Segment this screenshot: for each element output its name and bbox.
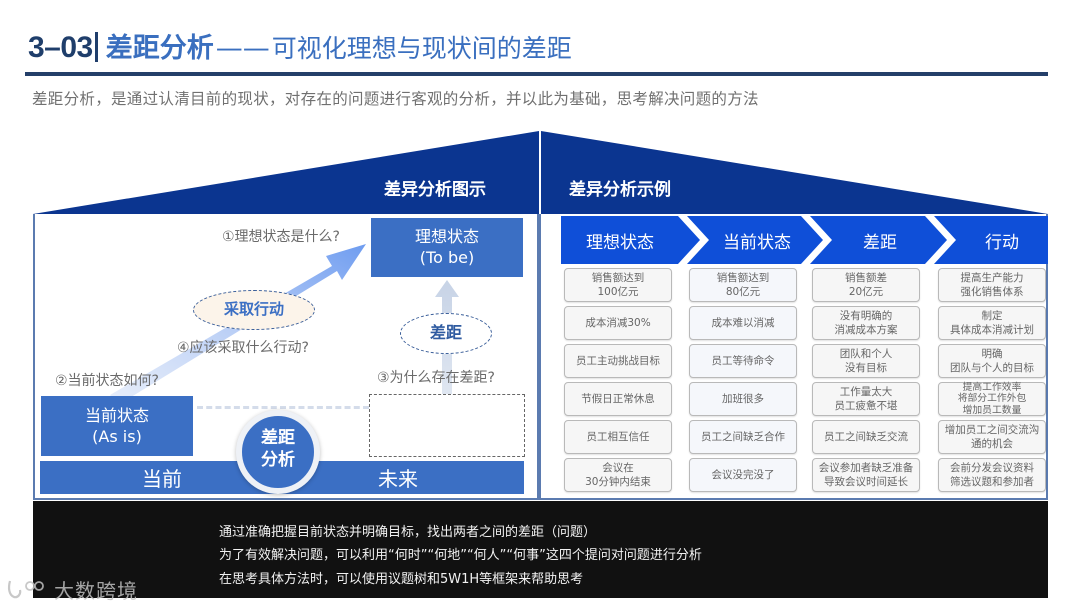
example-card-text: 加班很多: [722, 393, 764, 405]
dashed-connector: [197, 406, 369, 409]
example-card-text: 团队和个人 没有目标: [839, 348, 893, 374]
example-card: 工作量太大 员工疲惫不堪: [812, 382, 920, 416]
current-state-box: 当前状态 (As is): [41, 396, 193, 456]
example-card: 成本难以消减: [689, 306, 797, 340]
example-card-text: 明确 团队与个人的目标: [950, 348, 1034, 374]
gap-oval: 差距: [400, 313, 492, 354]
right-panel-heading: 差异分析示例: [569, 180, 671, 200]
example-card-text: 提高工作效率 将部分工作外包 增加员工数量: [957, 381, 1027, 416]
step-label: 行动: [985, 233, 1019, 253]
badge-line-1: 差距: [261, 428, 295, 448]
question-gap: ③为什么存在差距?: [377, 370, 495, 386]
example-card: 员工主动挑战目标: [564, 344, 672, 378]
step-label: 理想状态: [586, 233, 654, 253]
example-card-text: 员工之间缺乏合作: [701, 431, 785, 443]
example-card: 员工等待命令: [689, 344, 797, 378]
example-card: 团队和个人 没有目标: [812, 344, 920, 378]
step-chevrons: [561, 216, 1048, 264]
title-dash: ——: [215, 33, 270, 64]
example-card-text: 员工等待命令: [711, 355, 775, 367]
page-title: 3–03 差距分析 —— 可视化理想与现状间的差距: [28, 26, 572, 68]
example-card: 节假日正常休息: [564, 382, 672, 416]
question-ideal: ①理想状态是什么?: [222, 229, 340, 245]
example-card: 会议在 30分钟内结束: [564, 458, 672, 492]
example-card-text: 销售额达到 80亿元: [716, 272, 770, 298]
example-card-text: 成本难以消减: [711, 317, 775, 329]
current-state-label: 当前状态: [84, 406, 149, 425]
badge-line-2: 分析: [261, 450, 295, 470]
ideal-state-box: 理想状态 (To be): [371, 218, 523, 277]
title-divider: [94, 32, 98, 62]
example-card: 员工之间缺乏合作: [689, 420, 797, 454]
example-card: 会议没完没了: [689, 458, 797, 492]
title-subtitle: 可视化理想与现状间的差距: [271, 34, 572, 63]
example-card-text: 会议参加者缺乏准备 导致会议时间延长: [818, 462, 914, 488]
example-card-text: 工作量太大 员工疲惫不堪: [834, 386, 898, 412]
example-card: 会前分发会议资料 筛选议题和参加者: [938, 458, 1046, 492]
future-placeholder-box: [369, 394, 525, 457]
example-card: 提高工作效率 将部分工作外包 增加员工数量: [938, 382, 1046, 416]
example-card: 会议参加者缺乏准备 导致会议时间延长: [812, 458, 920, 492]
example-card: 员工相互信任: [564, 420, 672, 454]
summary-line-3: 在思考具体方法时，可以使用议题树和5W1H等框架来帮助思考: [219, 572, 584, 587]
example-card: 员工之间缺乏交流: [812, 420, 920, 454]
question-action: ④应该采取什么行动?: [177, 340, 309, 356]
gap-analysis-badge: 差距 分析: [236, 410, 320, 494]
step-label: 当前状态: [723, 233, 791, 253]
watermark-logo-icon: [7, 580, 44, 599]
example-card-text: 员工之间缺乏交流: [824, 431, 908, 443]
section-number: 3–03: [28, 31, 93, 64]
intro-text: 差距分析，是通过认清目前的现状，对存在的问题进行客观的分析，并以此为基础，思考解…: [32, 90, 759, 108]
summary-box: 通过准确把握目前状态并明确目标，找出两者之间的差距（问题） 为了有效解决问题，可…: [33, 501, 1048, 598]
timeline-now: 当前: [142, 467, 182, 491]
example-card: 销售额达到 100亿元: [564, 268, 672, 302]
example-card-text: 员工相互信任: [586, 431, 650, 443]
timeline-future: 未来: [378, 467, 418, 491]
current-state-sub: (As is): [92, 427, 142, 446]
ideal-state-sub: (To be): [419, 248, 475, 267]
watermark: 大数跨境: [6, 575, 138, 603]
example-card-text: 会议在 30分钟内结束: [585, 462, 651, 488]
example-card: 加班很多: [689, 382, 797, 416]
example-card: 增加员工之间交流沟 通的机会: [938, 420, 1046, 454]
watermark-text: 大数跨境: [54, 578, 138, 603]
question-current: ②当前状态如何?: [55, 373, 159, 389]
title-main: 差距分析: [105, 33, 214, 64]
example-card: 明确 团队与个人的目标: [938, 344, 1046, 378]
title-underline: [25, 72, 1048, 76]
example-card-text: 节假日正常休息: [581, 393, 655, 405]
example-card-text: 成本消减30%: [585, 317, 651, 329]
example-card-text: 销售额差 20亿元: [845, 272, 887, 298]
example-card-text: 会前分发会议资料 筛选议题和参加者: [950, 462, 1034, 488]
example-card-text: 增加员工之间交流沟 通的机会: [944, 424, 1040, 450]
example-card-text: 会议没完没了: [711, 469, 775, 481]
example-card-text: 没有明确的 消减成本方案: [834, 310, 898, 336]
example-card: 没有明确的 消减成本方案: [812, 306, 920, 340]
example-card: 销售额达到 80亿元: [689, 268, 797, 302]
step-label: 差距: [863, 233, 897, 253]
example-card: 成本消减30%: [564, 306, 672, 340]
take-action-oval: 采取行动: [193, 290, 315, 330]
left-panel-heading: 差异分析图示: [384, 180, 486, 200]
example-card-text: 销售额达到 100亿元: [591, 272, 645, 298]
example-card-text: 员工主动挑战目标: [576, 355, 660, 367]
summary-line-2: 为了有效解决问题，可以利用“何时”“何地”“何人”“何事”这四个提问对问题进行分…: [219, 548, 702, 563]
example-card: 销售额差 20亿元: [812, 268, 920, 302]
ideal-state-label: 理想状态: [414, 227, 479, 246]
example-card: 制定 具体成本消减计划: [938, 306, 1046, 340]
example-card-text: 制定 具体成本消减计划: [950, 310, 1034, 336]
example-card-text: 提高生产能力 强化销售体系: [960, 272, 1024, 298]
example-card: 提高生产能力 强化销售体系: [938, 268, 1046, 302]
summary-line-1: 通过准确把握目前状态并明确目标，找出两者之间的差距（问题）: [219, 525, 597, 540]
